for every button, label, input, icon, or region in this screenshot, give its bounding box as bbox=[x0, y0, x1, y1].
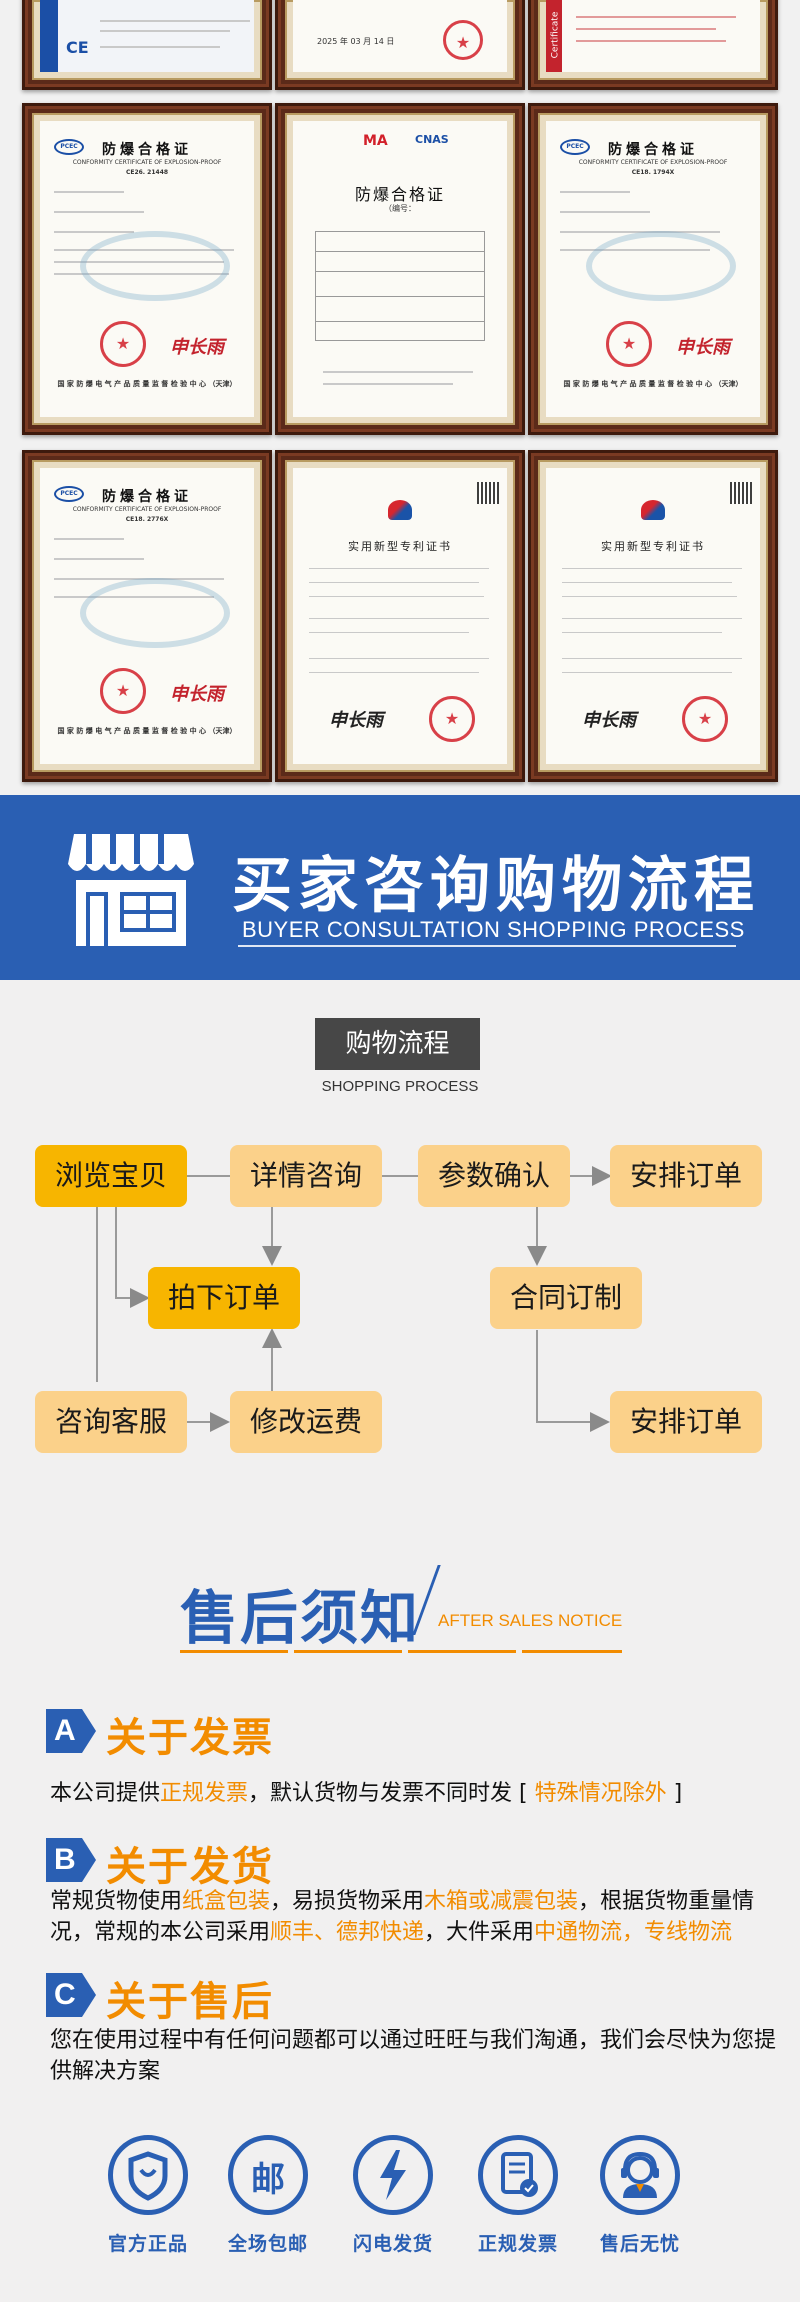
gov-date: 2025 年 03 月 14 日 bbox=[317, 37, 395, 46]
certificate-frame-red: Certificate bbox=[528, 0, 778, 90]
node-contract-order: 合同订制 bbox=[490, 1267, 642, 1329]
certificate-frame-explosion-1: PCEC 防爆合格证 CONFORMITY CERTIFICATE OF EXP… bbox=[22, 103, 272, 435]
issuer: 国 家 防 爆 电 气 产 品 质 量 监 督 检 验 中 心 （天津） bbox=[57, 380, 237, 388]
guarantee-free-shipping: 邮 全场包邮 bbox=[218, 2135, 318, 2256]
title-dash bbox=[522, 1650, 622, 1653]
certificate-frame-explosion-2: PCEC 防爆合格证 CONFORMITY CERTIFICATE OF EXP… bbox=[528, 103, 778, 435]
shopping-process-section: 购物流程 SHOPPING PROCESS 浏览宝贝 详情 bbox=[0, 980, 800, 1525]
after-sales-title-en: AFTER SALES NOTICE bbox=[438, 1611, 623, 1630]
node-consult-detail: 详情咨询 bbox=[230, 1145, 382, 1207]
after-sales-text: 您在使用过程中有任何问题都可以通过旺旺与我们淘通，我们会尽快为您提供解决方案 bbox=[50, 2028, 777, 2084]
patent-title: 实用新型专利证书 bbox=[348, 540, 452, 553]
mail-icon: 邮 bbox=[251, 2160, 285, 2200]
section-title-shipping: 关于发货 bbox=[106, 1844, 274, 1890]
signature: 申长雨 bbox=[582, 710, 636, 731]
after-sales-title: 售后须知 bbox=[180, 1584, 421, 1652]
node-arrange-order-1: 安排订单 bbox=[610, 1145, 762, 1207]
banner-underline bbox=[238, 945, 736, 947]
signature: 申长雨 bbox=[170, 337, 224, 358]
certificate-frame-ce: CE bbox=[22, 0, 272, 90]
certificates-section: CE 2025 年 03 月 14 日 Certificate bbox=[0, 0, 800, 795]
guarantee-fast-delivery: 闪电发货 bbox=[343, 2135, 443, 2256]
node-place-order: 拍下订单 bbox=[148, 1267, 300, 1329]
cert-number: CE18. 1794X bbox=[631, 169, 675, 176]
cert-subtitle: CONFORMITY CERTIFICATE OF EXPLOSION-PROO… bbox=[72, 159, 222, 166]
shipping-text: 常规货物使用纸盒包装，易损货物采用木箱或减震包装，根据货物重量情况，常规的本公司… bbox=[50, 1889, 755, 1945]
node-modify-freight: 修改运费 bbox=[230, 1391, 382, 1453]
certificate-frame-ma: MA CNAS 防爆合格证 （编号： bbox=[275, 103, 525, 435]
badge-c: C bbox=[46, 1973, 96, 2017]
section-title-invoice: 关于发票 bbox=[106, 1715, 274, 1761]
certificate-word: Certificate bbox=[550, 11, 561, 59]
certificate-frame-patent-1: 实用新型专利证书 申长雨 bbox=[275, 450, 525, 782]
node-confirm-params: 参数确认 bbox=[418, 1145, 570, 1207]
cert-number: CE26. 21448 bbox=[125, 169, 169, 176]
title-dash bbox=[180, 1650, 288, 1653]
cert-subtitle: CONFORMITY CERTIFICATE OF EXPLOSION-PROO… bbox=[578, 159, 728, 166]
badge-b: B bbox=[46, 1838, 96, 1882]
cert-title: 防爆合格证 bbox=[102, 142, 192, 158]
certificate-frame-gov: 2025 年 03 月 14 日 bbox=[275, 0, 525, 90]
ma-number: （编号： bbox=[384, 204, 416, 213]
issuer: 国 家 防 爆 电 气 产 品 质 量 监 督 检 验 中 心 （天津） bbox=[57, 727, 237, 735]
ma-title: 防爆合格证 bbox=[354, 185, 445, 204]
pcec-logo: PCEC bbox=[54, 139, 84, 155]
section-title-after-sales: 关于售后 bbox=[106, 1979, 274, 2025]
store-icon bbox=[68, 834, 194, 946]
signature: 申长雨 bbox=[329, 710, 383, 731]
guarantee-label: 官方正品 bbox=[107, 2233, 188, 2255]
shield-icon bbox=[128, 2151, 168, 2201]
signature: 申长雨 bbox=[170, 684, 224, 705]
process-tag: 购物流程 bbox=[315, 1018, 480, 1070]
lightning-icon bbox=[380, 2150, 406, 2200]
badge-a: A bbox=[46, 1709, 96, 1753]
guarantee-label: 正规发票 bbox=[477, 2233, 558, 2255]
service-agent-icon bbox=[621, 2151, 659, 2198]
certificate-frame-patent-2: 实用新型专利证书 申长雨 bbox=[528, 450, 778, 782]
process-tag-en: SHOPPING PROCESS bbox=[321, 1078, 479, 1095]
banner-subtitle: BUYER CONSULTATION SHOPPING PROCESS bbox=[242, 917, 745, 942]
pcec-logo: PCEC bbox=[560, 139, 590, 155]
guarantee-after-sales: 售后无忧 bbox=[590, 2135, 690, 2256]
guarantee-label: 全场包邮 bbox=[227, 2233, 308, 2255]
guarantee-label: 售后无忧 bbox=[599, 2233, 680, 2255]
cert-number: CE18. 2776X bbox=[125, 516, 169, 523]
cert-subtitle: CONFORMITY CERTIFICATE OF EXPLOSION-PROO… bbox=[72, 506, 222, 513]
certificate-frame-explosion-3: PCEC 防爆合格证 CONFORMITY CERTIFICATE OF EXP… bbox=[22, 450, 272, 782]
cert-title: 防爆合格证 bbox=[608, 142, 698, 158]
patent-title: 实用新型专利证书 bbox=[601, 540, 705, 553]
title-dash bbox=[294, 1650, 402, 1653]
node-browse: 浏览宝贝 bbox=[35, 1145, 187, 1207]
signature: 申长雨 bbox=[676, 337, 730, 358]
title-dash bbox=[408, 1650, 516, 1653]
cnas-logo: CNAS bbox=[415, 133, 449, 146]
cert-title: 防爆合格证 bbox=[102, 489, 192, 505]
ma-logo: MA bbox=[363, 133, 388, 149]
flow-connectors bbox=[96, 1166, 612, 1432]
guarantee-label: 闪电发货 bbox=[352, 2233, 433, 2255]
invoice-icon bbox=[501, 2152, 538, 2197]
shopping-process-banner: 买家咨询购物流程 BUYER CONSULTATION SHOPPING PRO… bbox=[0, 795, 800, 980]
node-arrange-order-2: 安排订单 bbox=[610, 1391, 762, 1453]
guarantee-authentic: 官方正品 bbox=[98, 2135, 198, 2256]
issuer: 国 家 防 爆 电 气 产 品 质 量 监 督 检 验 中 心 （天津） bbox=[563, 380, 743, 388]
pcec-logo: PCEC bbox=[54, 486, 84, 502]
after-sales-section: 售后须知 AFTER SALES NOTICE A 关于发票 本公司提供正规发票… bbox=[0, 1525, 800, 2302]
guarantee-invoice: 正规发票 bbox=[468, 2135, 568, 2256]
banner-title: 买家咨询购物流程 bbox=[232, 851, 760, 921]
ce-mark: CE bbox=[66, 38, 89, 57]
node-consult-service: 咨询客服 bbox=[35, 1391, 187, 1453]
invoice-text: 本公司提供正规发票，默认货物与发票不同时发 [ 特殊情况除外 ] bbox=[50, 1781, 683, 1806]
